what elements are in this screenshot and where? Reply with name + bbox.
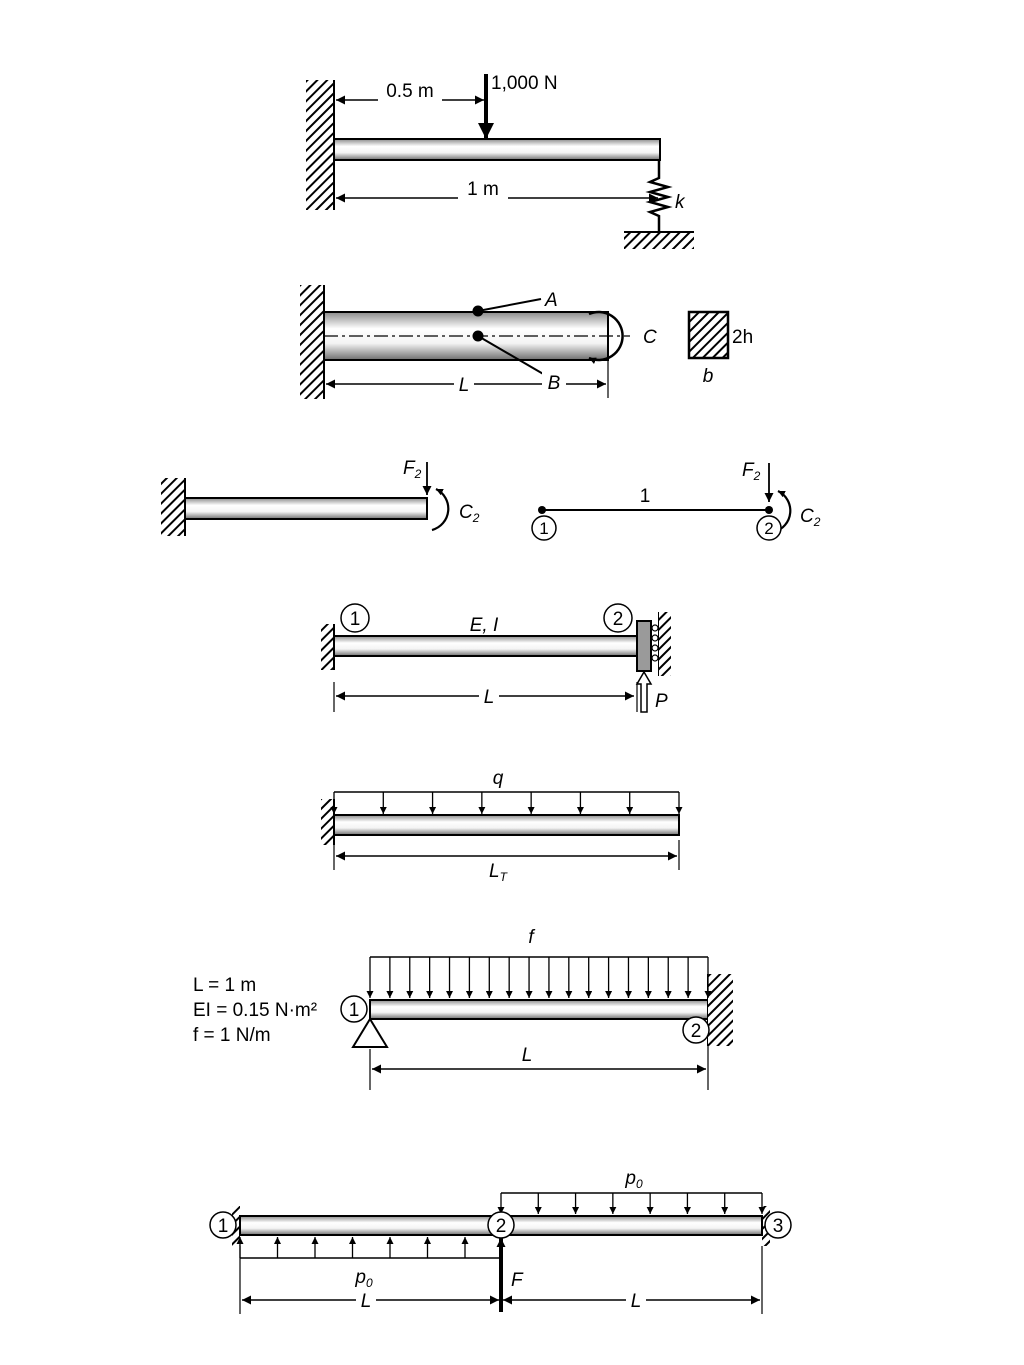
param-length: L = 1 m	[193, 975, 256, 996]
distributed-load-arrows	[366, 957, 712, 998]
roller	[651, 654, 659, 662]
dim-label-bg	[454, 372, 474, 394]
torque-arrow	[588, 310, 624, 364]
point-b-label: B	[548, 373, 561, 394]
ground-hatch	[624, 233, 694, 249]
moment-label: C2	[459, 502, 480, 525]
top-distributed-load-arrows	[497, 1193, 766, 1214]
spring-label: k	[675, 192, 686, 213]
dim-label-bg	[479, 684, 499, 706]
node-circle-1	[531, 515, 557, 541]
roller	[651, 644, 659, 652]
node-label-1: 1	[539, 519, 548, 538]
roller	[651, 624, 659, 632]
node-circle-2	[756, 515, 782, 541]
length-label: L	[459, 375, 470, 396]
beam	[369, 999, 709, 1020]
fixed-wall	[321, 799, 334, 845]
beam	[333, 138, 661, 161]
dim-label-bg	[626, 1289, 646, 1311]
force-label: F	[511, 1270, 524, 1291]
length-label-left: L	[361, 1291, 372, 1312]
figure-torsion-bending-bar: C A L B 2h b	[300, 285, 753, 399]
fixed-wall	[161, 478, 185, 536]
point-load-label: 1,000 N	[491, 73, 558, 94]
figure-cantilever-end-loads: F2 C2	[161, 458, 480, 536]
figure-element-model: 1 1 2 F2 C2	[531, 460, 821, 541]
top-load-label: p0	[624, 1168, 643, 1191]
param-load: f = 1 N/m	[193, 1025, 271, 1046]
slider-block	[636, 620, 652, 672]
figure-two-element-beam: p0 p0 F 1 2 3 L L	[209, 1168, 792, 1314]
load-arrow-hollow	[635, 670, 653, 713]
node-label-2: 2	[496, 1216, 507, 1237]
dim-label-bg	[356, 1289, 376, 1311]
bottom-distributed-load-arrows	[236, 1237, 469, 1258]
bar	[323, 311, 609, 361]
load-label: q	[493, 768, 504, 789]
beam	[333, 635, 638, 657]
point-b-leader	[477, 335, 546, 376]
length-label: L	[522, 1045, 533, 1066]
fixed-wall	[306, 80, 334, 210]
length-label: L	[484, 687, 495, 708]
node-label-2: 2	[691, 1021, 702, 1042]
beam	[184, 497, 428, 520]
distributed-load-arrows	[330, 792, 683, 814]
node-label-2: 2	[764, 519, 773, 538]
figure-guided-beam: 1 2 E, I L P	[321, 603, 671, 713]
dim-label-bg	[542, 372, 566, 394]
node-label-2: 2	[613, 609, 624, 630]
cross-section	[687, 310, 730, 360]
node-label-1: 1	[350, 609, 361, 630]
dim-label-bg	[378, 80, 442, 102]
bottom-load-label: p0	[354, 1267, 373, 1290]
param-stiffness: EI = 0.15 N·m²	[193, 1000, 317, 1021]
torque-label: C	[643, 327, 657, 348]
node-circle-2	[603, 603, 633, 633]
element-label: 1	[640, 486, 651, 507]
node-dot-1	[538, 506, 546, 514]
figure-propped-beam: L = 1 m EI = 0.15 N·m² f = 1 N/m f 1 2 L	[193, 927, 733, 1090]
node-circle-3	[764, 1211, 792, 1239]
section-width-label: b	[703, 366, 714, 387]
length-label: LT	[489, 861, 509, 884]
beam	[333, 814, 680, 836]
length-label-right: L	[631, 1291, 642, 1312]
fixed-wall	[300, 285, 324, 399]
figure-distributed-load-cantilever: q LT	[321, 768, 683, 884]
node-circle-1	[340, 995, 368, 1023]
load-label: P	[655, 691, 668, 712]
fixed-wall	[321, 624, 334, 670]
force-label: F2	[742, 460, 761, 483]
node-dot-2	[765, 506, 773, 514]
figure-cantilever-spring: 1,000 N 0.5 m 1 m k	[306, 73, 694, 249]
point-a-leader	[477, 298, 542, 312]
moment-label: C2	[800, 506, 821, 529]
roller	[651, 634, 659, 642]
point-a-label: A	[544, 290, 558, 311]
guide-wall	[659, 612, 671, 676]
node-circle-2	[682, 1016, 710, 1044]
node-label-1: 1	[218, 1216, 229, 1237]
node-label-3: 3	[773, 1216, 784, 1237]
pin-support	[351, 1017, 389, 1048]
node-label-1: 1	[349, 1000, 360, 1021]
node-circle-1	[340, 603, 370, 633]
dim-label-bg	[458, 178, 508, 200]
dimension-label-half: 0.5 m	[386, 81, 434, 102]
property-label: E, I	[470, 615, 499, 636]
node-circle-2	[487, 1211, 515, 1239]
moment-arrow	[431, 488, 450, 532]
force-label: F2	[403, 458, 422, 481]
section-height-label: 2h	[732, 327, 753, 348]
node-circle-1	[209, 1211, 237, 1239]
spring	[645, 160, 673, 232]
dimension-label-full: 1 m	[467, 179, 499, 200]
load-label: f	[528, 927, 535, 948]
beam-left	[239, 1215, 502, 1236]
fixed-wall	[708, 974, 733, 1046]
beam-right	[500, 1215, 763, 1236]
